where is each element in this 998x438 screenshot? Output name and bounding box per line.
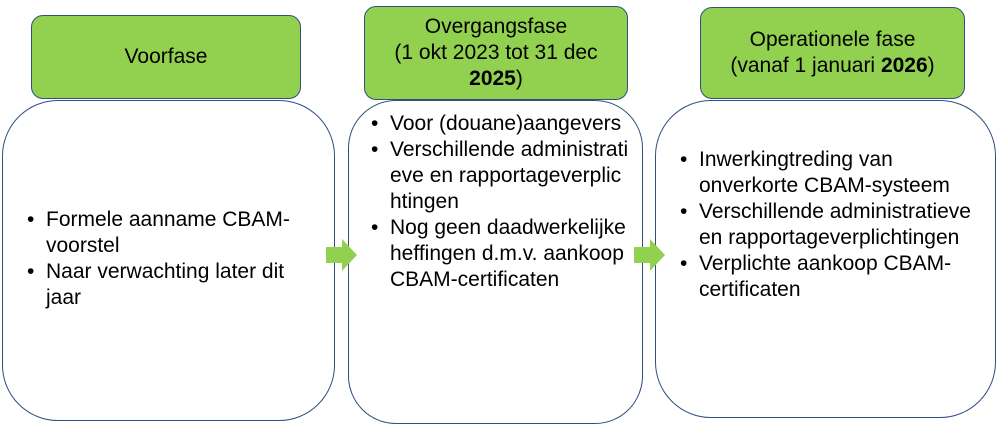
phase-voorfase-bullets: Formele aanname CBAM-voorstel Naar verwa…: [25, 207, 315, 311]
phase-overgangsfase-header: Overgangsfase (1 okt 2023 tot 31 dec 202…: [364, 6, 628, 100]
phase-operationele-fase-header: Operationele fase (vanaf 1 januari 2026): [700, 7, 965, 99]
phase-operationele-fase-bullets: Inwerkingtreding van onverkorte CBAM-sys…: [678, 147, 993, 303]
phase-overgangsfase-title: Overgangsfase: [424, 15, 568, 38]
phase-operationele-fase-title: Operationele fase: [749, 28, 916, 51]
phase-operationele-fase-period-prefix: (vanaf 1 januari: [730, 54, 881, 77]
phase-voorfase-title: Voorfase: [124, 45, 208, 68]
list-item: Inwerkingtreding van onverkorte CBAM-sys…: [678, 147, 993, 199]
phase-overgangsfase-year: 2025: [469, 67, 516, 90]
phase-voorfase-box: Formele aanname CBAM-voorstel Naar verwa…: [2, 100, 335, 421]
arrow-right-icon: [634, 239, 665, 271]
phase-operationele-fase-year: 2026: [880, 54, 928, 77]
phase-operationele-fase-period-suffix: ): [927, 54, 935, 77]
list-item: Verschillende administratieve en rapport…: [369, 137, 631, 215]
arrow-right-icon: [326, 239, 357, 271]
phase-operationele-fase-box: Inwerkingtreding van onverkorte CBAM-sys…: [655, 100, 996, 418]
phase-voorfase-header: Voorfase: [31, 15, 301, 99]
phase-operationele-fase-period: (vanaf 1 januari 2026): [730, 53, 934, 79]
list-item: Verplichte aankoop CBAM-certificaten: [678, 251, 993, 303]
phase-overgangsfase-period: (1 okt 2023 tot 31 dec: [394, 41, 598, 64]
list-item: Formele aanname CBAM-voorstel: [25, 207, 315, 259]
list-item: Naar verwachting later dit jaar: [25, 259, 315, 311]
phase-overgangsfase-year-suffix: ): [515, 67, 523, 90]
phase-overgangsfase-bullets: Voor (douane)aangevers Verschillende adm…: [369, 111, 631, 293]
list-item: Verschillende administratieve en rapport…: [678, 199, 993, 251]
list-item: Voor (douane)aangevers: [369, 111, 631, 137]
list-item: Nog geen daadwerkelijke heffingen d.m.v.…: [369, 215, 631, 293]
phase-overgangsfase-year-line: 2025): [469, 66, 523, 92]
phase-overgangsfase-box: Voor (douane)aangevers Verschillende adm…: [348, 100, 643, 424]
